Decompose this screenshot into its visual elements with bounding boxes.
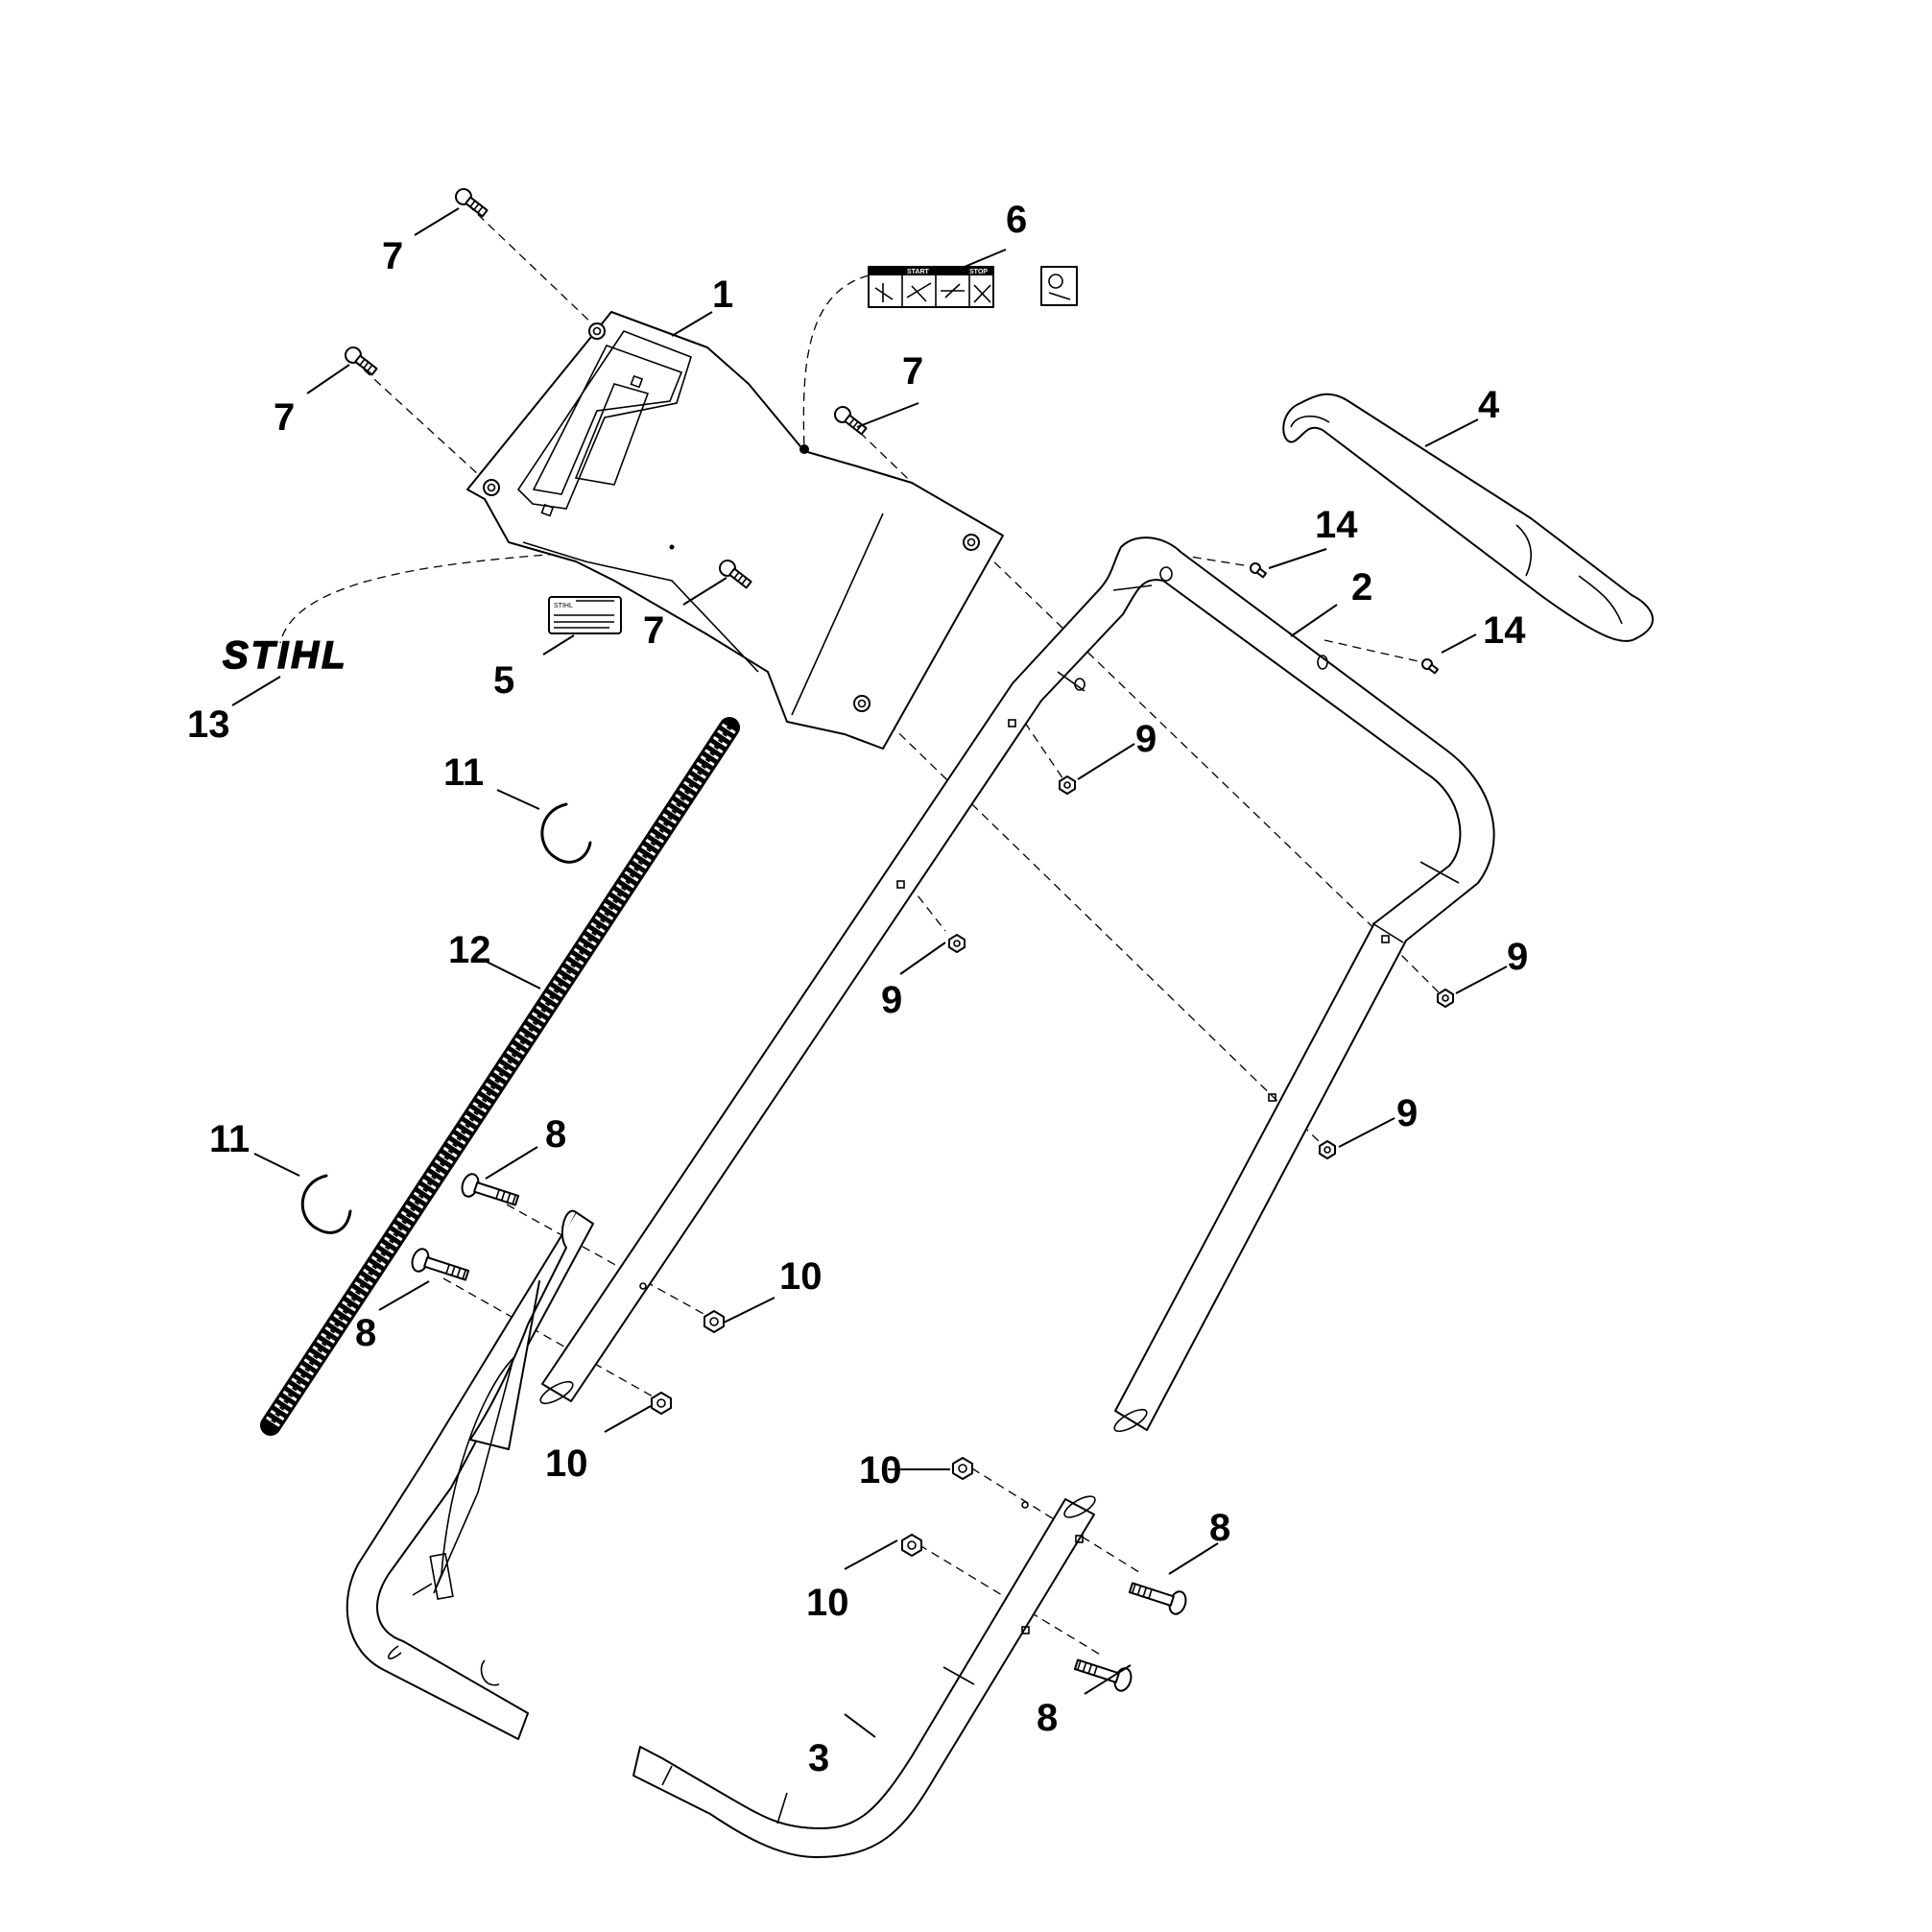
callout-7-bottom: 7 — [643, 609, 664, 652]
bolt — [1073, 1658, 1133, 1692]
lock-nut — [704, 1310, 725, 1333]
bolt — [461, 1173, 520, 1206]
lock-nut — [952, 1457, 973, 1480]
info-label-brand: STIHL — [554, 603, 573, 609]
nuts — [948, 775, 1454, 1159]
callout-10-d: 10 — [806, 1582, 849, 1624]
clips — [300, 802, 592, 1234]
upper-handle-bar — [539, 537, 1495, 1509]
callout-11-lower: 11 — [209, 1118, 250, 1160]
callout-14-lower: 14 — [1483, 609, 1526, 652]
lock-nut — [901, 1534, 922, 1557]
callout-14-upper: 14 — [1315, 504, 1358, 546]
callout-12: 12 — [448, 929, 491, 971]
screw — [345, 346, 378, 376]
decal-stop-label: STOP — [969, 269, 988, 275]
carriage-bolts — [411, 1173, 1187, 1692]
callout-6: 6 — [1006, 199, 1027, 241]
info-label: STIHL — [548, 596, 622, 634]
callout-10-b: 10 — [545, 1443, 588, 1485]
callout-4: 4 — [1478, 384, 1500, 426]
bolt — [1128, 1582, 1187, 1615]
callout-11-upper: 11 — [443, 751, 484, 794]
callout-9-b: 9 — [881, 979, 902, 1021]
stihl-logo-decal: STIHL — [222, 633, 348, 678]
callout-7-right: 7 — [902, 350, 923, 393]
lock-nuts — [651, 1310, 973, 1557]
nut — [1319, 1140, 1336, 1159]
nut — [1437, 989, 1454, 1008]
callout-3: 3 — [808, 1737, 829, 1779]
callout-7-left: 7 — [274, 396, 295, 439]
nut — [1059, 775, 1076, 795]
leader-lines — [231, 207, 1508, 1738]
callout-9-a: 9 — [1135, 718, 1157, 760]
callout-10-a: 10 — [779, 1255, 823, 1298]
lower-handle-bars — [346, 1209, 1096, 1858]
screw — [719, 560, 752, 589]
callout-2: 2 — [1351, 566, 1372, 608]
small-screws — [1250, 562, 1439, 675]
callout-8-lower-right: 8 — [1037, 1697, 1058, 1739]
handle-grip — [1282, 393, 1654, 642]
callout-1: 1 — [712, 274, 733, 316]
screw — [455, 188, 489, 218]
bolt — [411, 1248, 470, 1281]
screws — [345, 188, 868, 589]
callout-8-upper-left: 8 — [545, 1113, 566, 1156]
handle-cover-panel — [466, 311, 1004, 750]
corrugated-tube — [260, 717, 740, 1436]
callout-5: 5 — [493, 659, 514, 702]
callout-10-c: 10 — [859, 1449, 902, 1491]
callout-9-d: 9 — [1396, 1092, 1418, 1134]
callout-9-c: 9 — [1507, 936, 1528, 978]
decal-start-label: START — [907, 269, 930, 275]
callout-8-upper-right: 8 — [1209, 1507, 1230, 1549]
stihl-logo: STIHL — [223, 634, 348, 677]
clip — [540, 802, 592, 864]
callout-8-lower-left: 8 — [355, 1312, 376, 1354]
start-stop-decal: START STOP — [868, 266, 1078, 308]
callout-numbers: 1 2 3 4 5 6 7 7 7 7 8 8 8 8 9 9 9 9 10 1… — [187, 199, 1528, 1779]
lock-nut — [651, 1392, 672, 1415]
nut — [948, 934, 966, 953]
callout-13: 13 — [187, 704, 230, 746]
screw — [834, 406, 868, 436]
clip — [300, 1174, 352, 1234]
callout-7-top: 7 — [382, 235, 403, 277]
